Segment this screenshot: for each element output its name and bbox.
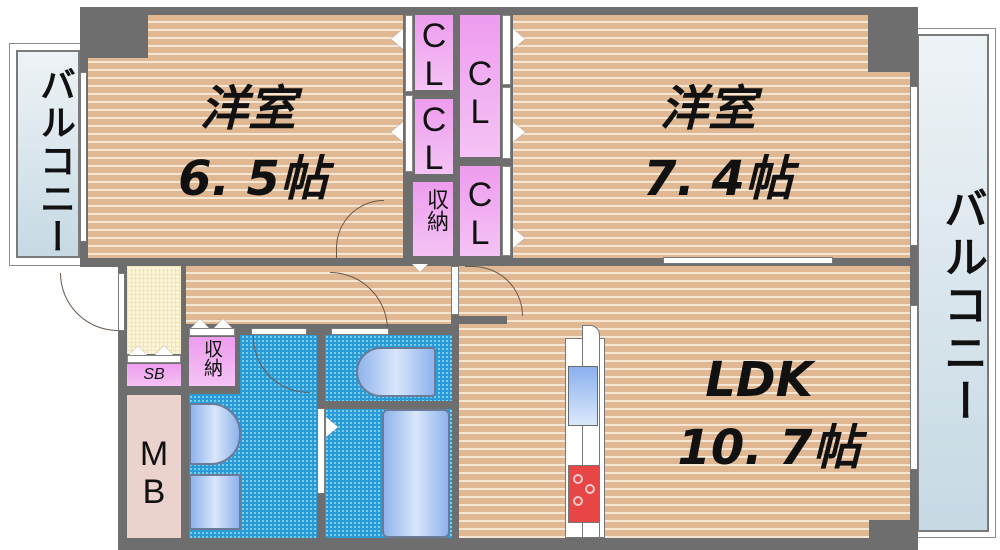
ldk: LDK 10. 7帖 (451, 266, 910, 538)
door-swing-hall (330, 272, 388, 330)
meter-box: MB (127, 395, 181, 538)
western-room-right: 洋室 7. 4帖 (513, 15, 910, 258)
western-room-left: 洋室 6. 5帖 (88, 15, 403, 258)
meter-box-label: MB (135, 435, 173, 511)
ldk-partition (451, 316, 507, 324)
hallway (186, 266, 451, 330)
window-right-room (910, 86, 918, 246)
closet-door-5 (502, 166, 511, 256)
closet-3-label: CL (461, 55, 499, 131)
closet-door-arrow (513, 122, 525, 142)
pillar (88, 15, 148, 58)
burner-icon (573, 474, 583, 484)
closet-door-arrow (391, 122, 403, 142)
ldk-door-swing (465, 266, 523, 316)
washroom-storage-door (189, 328, 235, 336)
closet-door-4 (502, 87, 511, 159)
entrance-door-swing (60, 273, 118, 331)
pillar-right (868, 15, 910, 72)
closet-door-2 (405, 95, 413, 172)
stove (568, 465, 600, 523)
ldk-size: 10. 7帖 (677, 420, 861, 476)
bathtub (382, 409, 450, 538)
closet-door-3 (502, 15, 511, 85)
shoe-box-door (127, 355, 181, 363)
room-size-right: 7. 4帖 (643, 151, 793, 207)
washing-machine (189, 474, 241, 530)
closet-door-arrow (391, 29, 403, 49)
closet-4: CL (460, 166, 500, 256)
closet-1-label: CL (415, 17, 453, 93)
hall-storage: 収納 (413, 182, 453, 256)
sliding-door-room-ldk (663, 257, 833, 264)
bathroom-door-arrow (326, 417, 338, 437)
storage-door-arrow (412, 264, 428, 272)
balcony-right-label: バルコニー (936, 186, 987, 426)
shoe-box: SB (127, 364, 181, 386)
pillar-ldk (869, 520, 910, 538)
storage-arrow (191, 319, 209, 328)
ldk-door (451, 266, 459, 315)
shoe-box-arrow (155, 346, 173, 355)
kitchen-sink (568, 366, 598, 426)
hall-storage-label: 収納 (423, 188, 448, 232)
room-size-left: 6. 5帖 (178, 151, 328, 207)
room-name-right: 洋室 (659, 81, 756, 137)
window-ldk (910, 305, 918, 470)
entrance (127, 266, 181, 354)
bathroom-door (317, 408, 325, 494)
ldk-name: LDK (705, 352, 813, 408)
toilet (356, 347, 436, 397)
closet-2: CL (415, 99, 453, 177)
shoe-box-arrow (129, 346, 147, 355)
balcony-left-label: バルコニー (34, 66, 75, 256)
closet-door-1 (405, 15, 413, 92)
balcony-right: バルコニー (917, 34, 989, 532)
washroom-storage-label: 収納 (201, 339, 223, 377)
wash-basin (189, 403, 241, 465)
balcony-left: バルコニー (16, 50, 80, 258)
shoe-box-label: SB (143, 366, 165, 383)
closet-door-arrow (513, 29, 525, 49)
closet-door-arrow (513, 228, 525, 248)
storage-arrow (214, 319, 232, 328)
closet-3: CL (460, 15, 500, 157)
burner-icon (585, 484, 595, 494)
washroom-door (251, 328, 307, 335)
entrance-door (118, 273, 125, 331)
washroom-storage: 収納 (189, 337, 235, 386)
closet-1: CL (415, 15, 453, 93)
burner-icon (573, 496, 583, 506)
door-swing-left-room (336, 200, 384, 258)
closet-4-label: CL (461, 176, 499, 252)
toilet-door (331, 328, 389, 335)
window-left (80, 72, 87, 242)
closet-2-label: CL (415, 101, 453, 177)
room-name-left: 洋室 (199, 81, 296, 137)
